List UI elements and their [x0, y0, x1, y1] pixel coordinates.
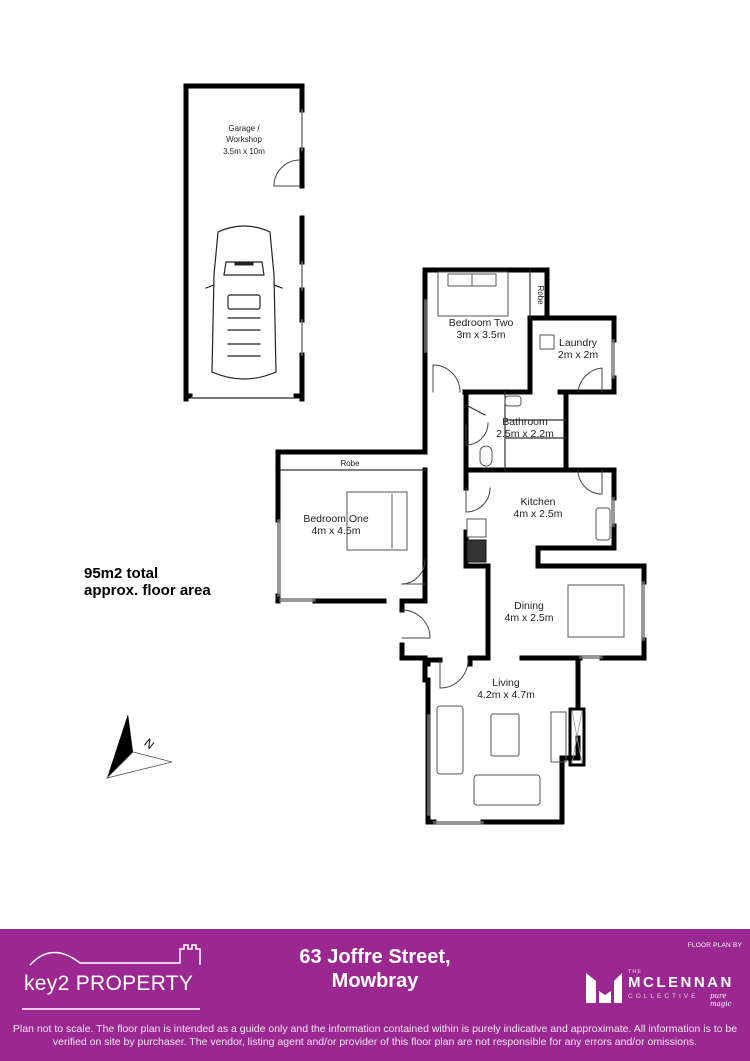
floor-plan-by-label: FLOOR PLAN BY	[687, 942, 742, 949]
svg-text:Dining: Dining	[514, 600, 544, 612]
property-address: 63 Joffre Street, Mowbray	[260, 945, 490, 993]
designer-sub: COLLECTIVE	[628, 993, 699, 1000]
disclaimer-line-1: Plan not to scale. The floor plan is int…	[12, 1023, 738, 1035]
garage-room	[183, 83, 305, 402]
brand-sub: PROPERTY	[75, 972, 194, 995]
svg-text:Kitchen: Kitchen	[520, 496, 555, 508]
floor-plan-drawing: Garage / Workshop 3.5m x 10m Bedroom Two…	[105, 83, 647, 825]
svg-text:3m x 3.5m: 3m x 3.5m	[456, 329, 505, 341]
house-walls	[275, 267, 647, 825]
agency-logo: key2 PROPERTY	[22, 939, 202, 1011]
address-line-1: 63 Joffre Street,	[299, 946, 451, 968]
area-line-1: 95m2 total	[84, 565, 159, 582]
svg-text:Laundry: Laundry	[559, 337, 598, 349]
svg-text:Bedroom One: Bedroom One	[303, 513, 369, 525]
svg-text:Garage /: Garage /	[228, 124, 260, 133]
svg-text:Living: Living	[492, 677, 520, 689]
total-floor-area: 95m2 total approx. floor area	[84, 565, 211, 599]
svg-text:4.2m x 4.7m: 4.2m x 4.7m	[477, 689, 535, 701]
area-line-2: approx. floor area	[84, 582, 211, 599]
svg-text:N: N	[142, 736, 158, 752]
disclaimer-line-2: verified on site by purchaser. The vendo…	[52, 1036, 698, 1048]
designer-tagline: pure magic	[710, 992, 732, 1008]
disclaimer: Plan not to scale. The floor plan is int…	[10, 1023, 740, 1049]
north-arrow-icon: N	[105, 714, 173, 779]
svg-text:2m x 2m: 2m x 2m	[558, 349, 599, 361]
designer-the: THE	[628, 969, 642, 975]
windows	[277, 299, 645, 825]
car-icon	[205, 225, 283, 380]
designer-logo: THE MCLENNAN COLLECTIVE pure magic	[584, 969, 746, 1008]
key-castle-icon	[22, 944, 201, 1010]
mclennan-m-icon	[586, 973, 622, 1003]
svg-text:3.5m x 10m: 3.5m x 10m	[223, 147, 265, 156]
svg-text:Robe: Robe	[340, 459, 360, 468]
svg-text:Bathroom: Bathroom	[502, 416, 548, 428]
designer-name: MCLENNAN	[628, 974, 734, 991]
address-line-2: Mowbray	[331, 970, 419, 992]
svg-text:4m x 4.5m: 4m x 4.5m	[311, 525, 360, 537]
footer-banner: key2 PROPERTY 63 Joffre Street, Mowbray …	[0, 929, 750, 1061]
svg-text:Workshop: Workshop	[226, 135, 262, 144]
svg-text:4m x 2.5m: 4m x 2.5m	[513, 508, 562, 520]
brand-main: key2	[24, 972, 70, 995]
svg-text:4m x 2.5m: 4m x 2.5m	[504, 612, 553, 624]
svg-text:Bedroom Two: Bedroom Two	[449, 317, 514, 329]
door-swings	[400, 364, 603, 689]
svg-text:Robe: Robe	[536, 285, 545, 305]
svg-text:2.5m x 2.2m: 2.5m x 2.2m	[496, 428, 554, 440]
room-labels: Garage / Workshop 3.5m x 10m Bedroom Two…	[223, 124, 598, 701]
